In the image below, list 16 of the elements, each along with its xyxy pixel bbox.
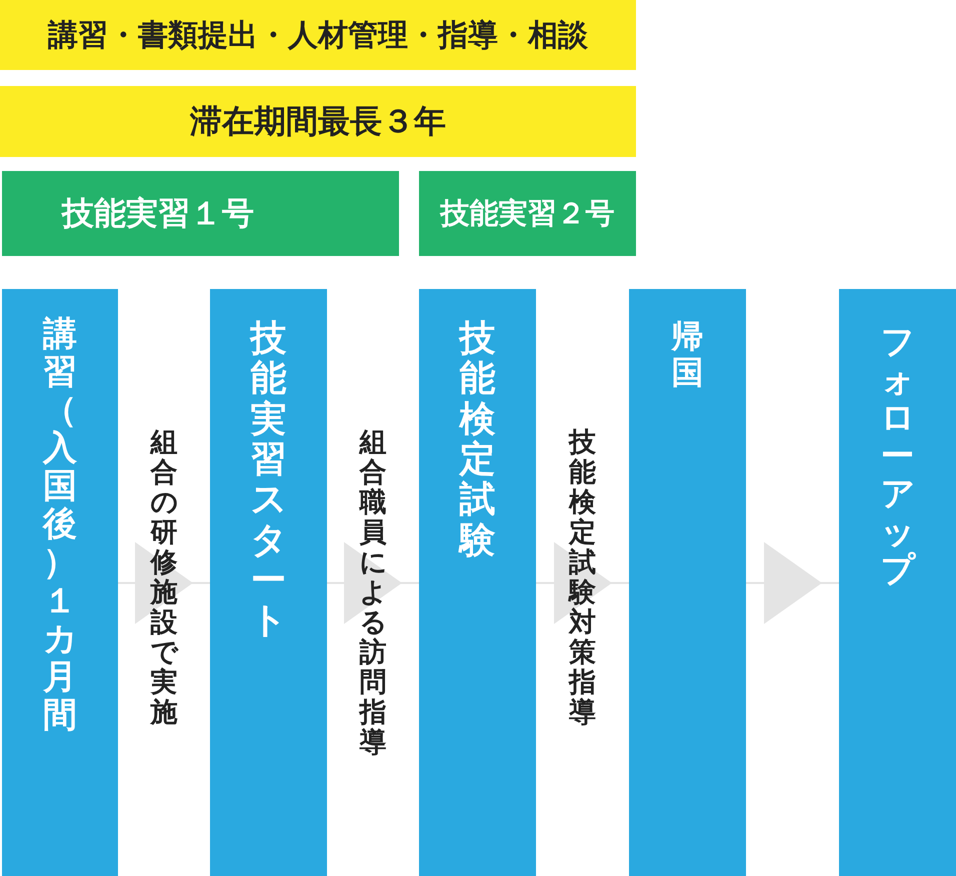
stage-box: 技能実習１号 (2, 171, 399, 256)
step-column: 帰国 (629, 289, 746, 876)
step-column: 技能検定試験 (419, 289, 536, 876)
edge-label: 組合の研修施設で実施 (150, 428, 178, 728)
stage-box: 技能実習２号 (419, 171, 636, 256)
edge-label: 技能検定試験対策指導 (569, 428, 596, 728)
step-column: 技能実習スタート (210, 289, 327, 876)
arrow (746, 542, 839, 624)
banner-bar: 滞在期間最長３年 (0, 86, 636, 157)
arrow (118, 542, 210, 624)
step-column: 講習（入国後）１カ月間 (2, 289, 118, 876)
arrow (536, 542, 629, 624)
banner-bar: 講習・書類提出・人材管理・指導・相談 (0, 0, 636, 70)
step-column: フォローアップ (839, 289, 956, 876)
arrow (327, 542, 419, 624)
edge-label: 組合職員による訪問指導 (360, 428, 386, 758)
